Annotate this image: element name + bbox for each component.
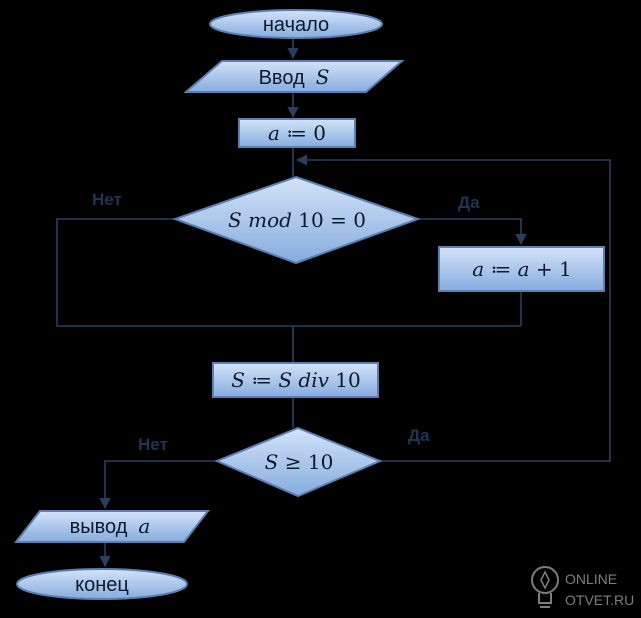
cond1-var: S bbox=[228, 208, 242, 232]
increment-block: a ≔ a + 1 bbox=[438, 246, 605, 292]
div-block: S ≔ S div 10 bbox=[212, 362, 379, 398]
decision-mod-text: S mod 10 = 0 bbox=[228, 208, 366, 232]
end-terminator: конец bbox=[16, 568, 188, 600]
output-text: вывод a bbox=[70, 514, 151, 538]
div-op: ≔ bbox=[251, 368, 278, 392]
start-terminator: начало bbox=[209, 9, 383, 39]
cond1-no-label: Нет bbox=[92, 190, 122, 209]
inc-var2: a bbox=[518, 257, 530, 281]
increment-text: a ≔ a + 1 bbox=[472, 257, 571, 281]
input-block: Ввод S bbox=[183, 60, 405, 93]
cond1-mod: mod bbox=[248, 208, 292, 232]
init-text: a ≔ 0 bbox=[268, 121, 326, 145]
connector-cond2-no bbox=[99, 460, 217, 510]
cond1-yes-label: Да bbox=[458, 193, 480, 212]
output-label: вывод bbox=[70, 516, 128, 538]
start-label: начало bbox=[263, 14, 329, 36]
init-var: a bbox=[268, 121, 280, 145]
div-rest: 10 bbox=[335, 368, 360, 392]
div-text: S ≔ S div 10 bbox=[231, 368, 360, 392]
inc-op: ≔ bbox=[491, 257, 518, 281]
watermark: ONLINE OTVET.RU bbox=[531, 566, 634, 608]
decision-mod: S mod 10 = 0 bbox=[172, 175, 422, 265]
div-var2: S bbox=[278, 368, 292, 392]
cond2-yes-label: Да bbox=[408, 426, 430, 445]
decision-ge: S ≥ 10 bbox=[214, 426, 383, 498]
connector-cond1-no bbox=[56, 218, 521, 327]
init-block: a ≔ 0 bbox=[238, 118, 356, 148]
input-var: S bbox=[316, 65, 330, 89]
input-label: Ввод bbox=[259, 67, 305, 89]
div-div: div bbox=[298, 368, 329, 392]
lightbulb-icon bbox=[531, 566, 559, 608]
watermark-line1: ONLINE bbox=[565, 571, 617, 587]
div-var: S bbox=[231, 368, 245, 392]
output-block: вывод a bbox=[13, 510, 211, 543]
cond2-no-label: Нет bbox=[138, 435, 168, 454]
cond1-rest: 10 = 0 bbox=[298, 208, 366, 232]
cond2-var: S bbox=[265, 450, 279, 474]
output-var: a bbox=[138, 514, 150, 538]
cond2-rest: ≥ 10 bbox=[285, 450, 334, 474]
init-op: ≔ 0 bbox=[286, 121, 326, 145]
end-label: конец bbox=[75, 574, 129, 596]
watermark-line2: OTVET.RU bbox=[565, 592, 634, 608]
inc-var: a bbox=[472, 257, 484, 281]
decision-ge-text: S ≥ 10 bbox=[265, 450, 334, 474]
connector-cond1-yes bbox=[418, 218, 527, 246]
inc-rest: + 1 bbox=[536, 257, 572, 281]
input-text: Ввод S bbox=[259, 65, 330, 89]
connectors bbox=[56, 37, 611, 568]
connector-cond2-yes-loop bbox=[295, 154, 611, 462]
